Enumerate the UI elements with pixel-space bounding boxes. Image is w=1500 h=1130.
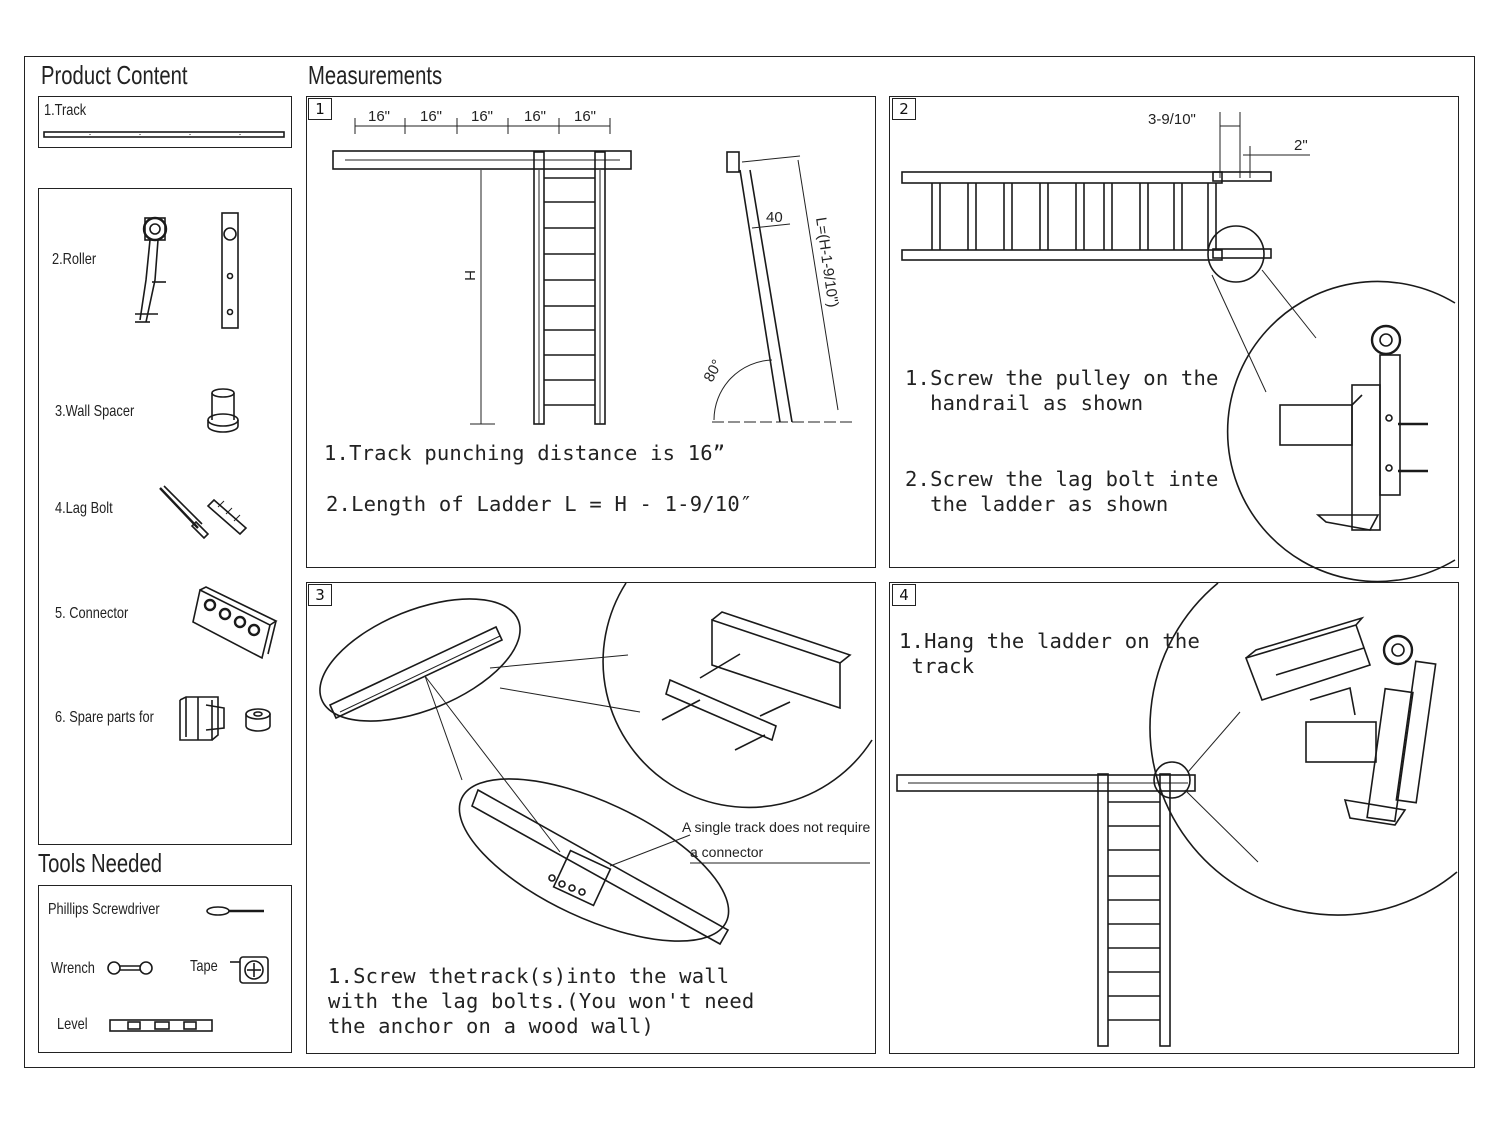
roller-icon bbox=[135, 216, 168, 323]
step-4-text-line-2: track bbox=[899, 654, 975, 678]
step-1-panel bbox=[306, 96, 876, 568]
step-4-number: 4 bbox=[892, 584, 916, 606]
dim-16-c: 16" bbox=[471, 108, 493, 125]
callout-line-2: a connector bbox=[690, 844, 763, 860]
track-item-box bbox=[38, 96, 292, 148]
step-2-panel bbox=[889, 96, 1459, 568]
step-4-text-line-1: 1.Hang the ladder on the bbox=[899, 629, 1201, 653]
dim-16-d: 16" bbox=[524, 108, 546, 125]
spare-parts-label: 6. Spare parts for bbox=[55, 709, 154, 726]
wall-spacer-icon bbox=[207, 388, 239, 433]
step-2-text-line-4: the ladder as shown bbox=[905, 492, 1169, 516]
phillips-screwdriver-label: Phillips Screwdriver bbox=[48, 901, 160, 918]
callout-line-1: A single track does not require bbox=[682, 819, 871, 835]
tape-icon bbox=[230, 956, 269, 984]
step-1-number: 1 bbox=[308, 98, 332, 120]
wall-spacer-label: 3.Wall Spacer bbox=[55, 403, 135, 420]
outer-frame bbox=[24, 56, 1475, 1068]
tools-box bbox=[38, 885, 292, 1053]
step-2-text-line-2: handrail as shown bbox=[905, 391, 1144, 415]
step-3-panel bbox=[306, 582, 876, 1054]
connector-icon bbox=[192, 586, 278, 660]
dim-16-a: 16" bbox=[368, 108, 390, 125]
wrench-label: Wrench bbox=[51, 960, 95, 977]
tools-title: Tools Needed bbox=[38, 848, 163, 878]
roller-front-icon bbox=[221, 212, 239, 329]
dim-2: 2" bbox=[1294, 137, 1308, 154]
lag-bolt-label: 4.Lag Bolt bbox=[55, 500, 113, 517]
level-icon bbox=[109, 1019, 213, 1032]
step-3-number: 3 bbox=[308, 584, 332, 606]
connector-label: 5. Connector bbox=[55, 605, 129, 622]
track-label: 1.Track bbox=[44, 102, 87, 119]
step-2-number: 2 bbox=[892, 98, 916, 120]
step-4-panel bbox=[889, 582, 1459, 1054]
step-3-text-line-1: 1.Screw thetrack(s)into the wall bbox=[328, 964, 730, 988]
dim-16-b: 16" bbox=[420, 108, 442, 125]
height-label: H bbox=[461, 270, 478, 281]
parts-box bbox=[38, 188, 292, 845]
roller-label: 2.Roller bbox=[52, 251, 97, 268]
lag-bolt-icon bbox=[159, 485, 248, 540]
step-1-text-line-1: 1.Track punching distance is 16” bbox=[324, 441, 726, 465]
measurements-title: Measurements bbox=[308, 60, 443, 90]
dim-16-e: 16" bbox=[574, 108, 596, 125]
offset-label: 40 bbox=[766, 209, 783, 226]
screwdriver-icon bbox=[206, 906, 264, 916]
level-label: Level bbox=[57, 1016, 88, 1033]
step-2-text-line-1: 1.Screw the pulley on the bbox=[905, 366, 1219, 390]
tape-label: Tape bbox=[190, 958, 218, 975]
spare-parts-icon bbox=[179, 696, 271, 741]
wrench-icon bbox=[107, 961, 153, 975]
step-3-text-line-2: with the lag bolts.(You won't need bbox=[328, 989, 755, 1013]
step-2-text-line-3: 2.Screw the lag bolt inte bbox=[905, 467, 1219, 491]
step-3-text-line-3: the anchor on a wood wall) bbox=[328, 1014, 655, 1038]
dim-3-9-10: 3-9/10" bbox=[1148, 111, 1196, 128]
product-content-title: Product Content bbox=[41, 60, 188, 90]
step-1-text-line-2: 2.Length of Ladder L = H - 1-9/10″ bbox=[326, 492, 753, 516]
